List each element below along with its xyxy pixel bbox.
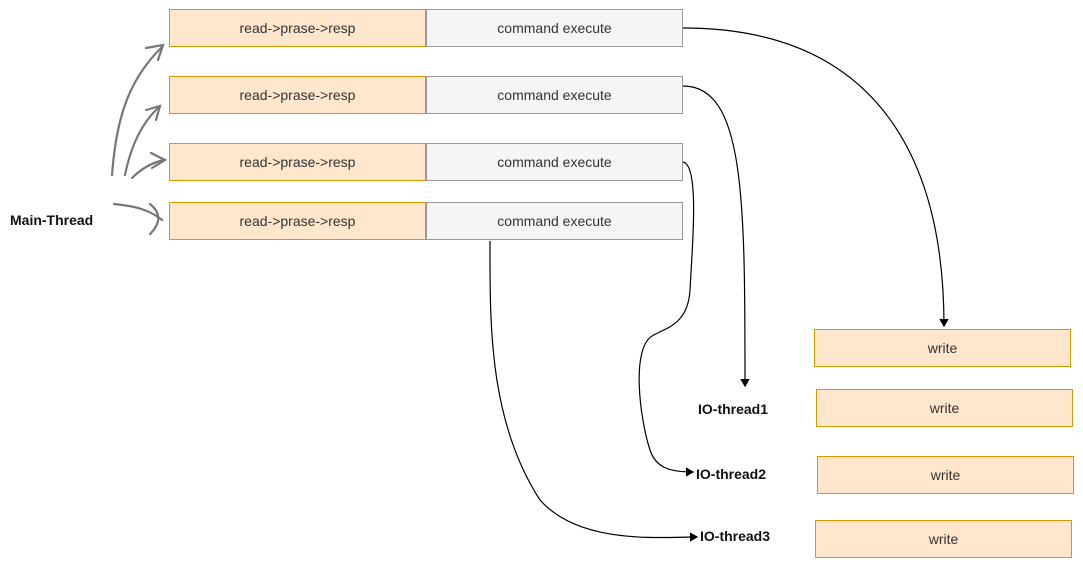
sketch-arrow-row-2 [123,106,160,177]
command-execute-box-row-2: command execute [426,76,683,114]
main-thread-label: Main-Thread [10,212,94,228]
write-box-3: write [817,456,1074,494]
write-box-1: write [814,329,1071,367]
read-parse-resp-box-row-4: read->prase->resp [169,202,426,240]
write-box-4: write [815,520,1072,558]
io-thread3-label: IO-thread3 [700,528,771,544]
connector-row4-to-io-thread3 [489,240,699,542]
command-execute-box-row-4: command execute [426,202,683,240]
sketch-arrow-row-3 [130,158,166,180]
read-parse-resp-box-row-2: read->prase->resp [169,76,426,114]
sketch-arrowhead-row-1 [144,43,165,62]
main-thread-sketch-arrows [110,43,168,236]
sketch-arrowhead-row-2 [144,104,162,122]
sketch-arrow-row-1 [110,45,164,177]
read-parse-resp-box-row-3: read->prase->resp [169,143,426,181]
connector-row2-to-io-thread1 [682,85,750,388]
command-execute-box-row-1: command execute [426,9,683,47]
command-execute-box-row-3: command execute [426,143,683,181]
connector-row1-to-write1 [682,27,949,328]
connector-row3-to-io-thread2 [638,161,695,477]
io-thread2-label: IO-thread2 [696,466,767,482]
write-box-2: write [816,389,1073,427]
sketch-arrow-row-4 [112,202,164,222]
read-parse-resp-box-row-1: read->prase->resp [169,9,426,47]
sketch-arrowhead-row-4 [148,202,160,236]
execution-connectors [489,27,949,542]
sketch-arrowhead-row-3 [149,151,168,170]
io-thread1-label: IO-thread1 [698,401,769,417]
